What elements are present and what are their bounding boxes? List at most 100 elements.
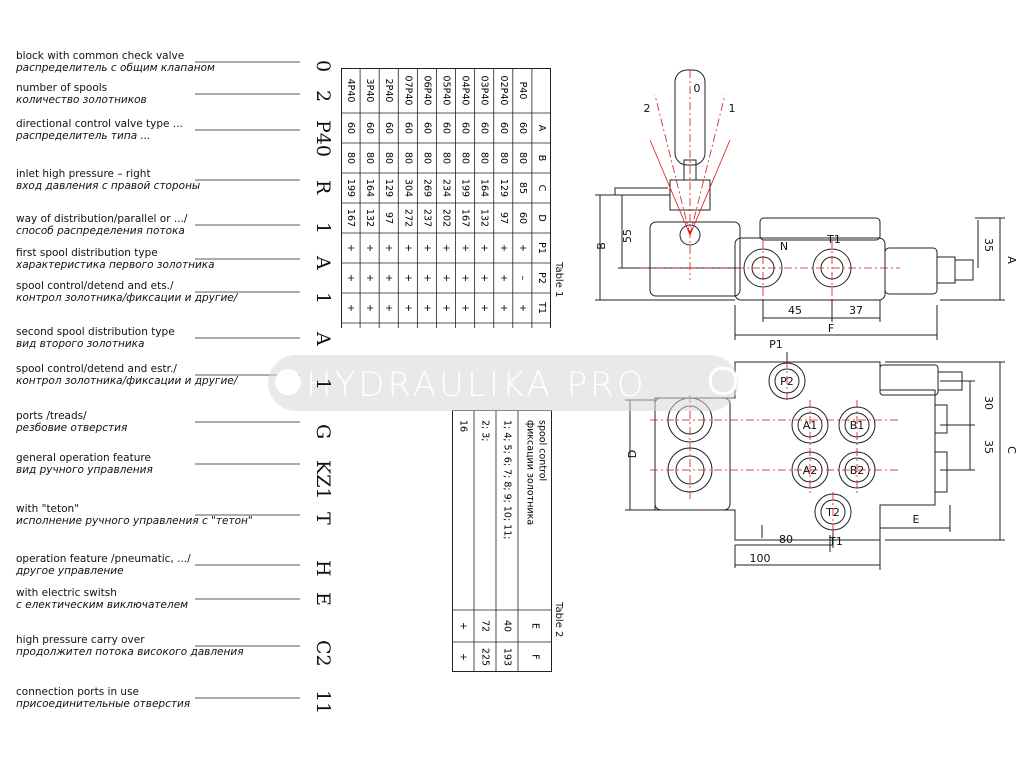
legend-item: ports /treads/резбовие отверстия [16, 410, 127, 434]
table-1-header: C [536, 185, 547, 192]
dimension-label: F [828, 322, 834, 335]
legend-item-ru: другое управление [16, 565, 124, 577]
table-1-cell: + [460, 244, 471, 252]
table-1-cell: + [383, 274, 394, 282]
dimension-label: 30 [982, 396, 995, 410]
table-1-cell: 60 [364, 122, 375, 134]
table-1-cell: + [479, 274, 490, 282]
lever-position-label: 1 [729, 102, 736, 115]
dimension-label: 100 [750, 552, 771, 565]
end-fitting [954, 259, 974, 281]
table-2-header-e: E [530, 623, 541, 629]
table-1-row-label: 02P40 [498, 76, 509, 106]
table-1-cell: 80 [517, 152, 528, 164]
legend-item-ru: продолжител потока високого давления [16, 646, 244, 658]
port-label: A2 [803, 464, 818, 477]
table-1-cell: 164 [364, 179, 375, 197]
table-1-cell: 60 [421, 122, 432, 134]
legend-code: C2 [312, 640, 334, 667]
table-1-cell: + [498, 244, 509, 252]
legend-item-ru: характеристика первого золотника [16, 259, 215, 271]
legend-code: KZ1 [312, 460, 334, 500]
watermark-band [268, 355, 738, 411]
table-1-cell: 234 [441, 179, 452, 197]
legend-code: 1 [312, 292, 334, 305]
table-1-cell: 129 [383, 179, 394, 197]
watermark-logo-ring [709, 367, 737, 395]
table-1-grid: ABCDP1P2T1T2P4060808560+–+–02P4060801299… [341, 68, 551, 328]
table-1-cell: + [364, 244, 375, 252]
legend-item-en: inlet high pressure – right [16, 168, 151, 180]
legend-item-en: way of distribution/parallel or .../ [16, 213, 188, 225]
table-1-cell: 80 [479, 152, 490, 164]
table-1-cell: + [460, 304, 471, 312]
table-1-header: B [536, 155, 547, 162]
handle-housing [649, 221, 741, 297]
table-1-header: D [536, 214, 547, 221]
table-1-cell: – [517, 276, 528, 281]
legend-item-en: spool control/detend and estr./ [16, 363, 177, 375]
legend-item-ru: распределитель с общим клапаном [16, 62, 215, 74]
legend-item-ru: вход давления с правой стороны [16, 180, 201, 192]
legend-item-en: high pressure carry over [16, 634, 145, 646]
table-1-row-label: 06P40 [421, 76, 432, 106]
right-cap [884, 247, 938, 295]
table-1-cell: 80 [441, 152, 452, 164]
legend-item-en: with electric switsh [16, 587, 117, 599]
legend-item: way of distribution/parallel or .../спос… [16, 213, 187, 237]
table-1-row-label: P40 [517, 82, 528, 100]
table-1-cell: 129 [498, 179, 509, 197]
table-2-cell-e: + [458, 622, 469, 630]
port-label: P2 [780, 375, 794, 388]
legend-code: R [312, 180, 334, 195]
table-1-cell: 167 [460, 209, 471, 227]
table-1-cell: + [364, 274, 375, 282]
legend-code: A [312, 332, 334, 346]
table-1-cell: 60 [517, 122, 528, 134]
valve-body-side [734, 237, 886, 301]
table-1-row-label: 05P40 [441, 76, 452, 106]
legend-item-ru: количество золотников [16, 94, 147, 106]
legend-item-ru: способ распределения потока [16, 225, 185, 237]
port-label: B1 [850, 419, 865, 432]
table-2-cell-e: 40 [502, 620, 513, 632]
table-1-cell: 132 [479, 209, 490, 227]
table-1-cell: + [383, 304, 394, 312]
table-1-cell: 199 [345, 179, 356, 197]
table-1-cell: 60 [345, 122, 356, 134]
legend-code: E [312, 592, 334, 606]
table-1-header: P1 [536, 242, 547, 254]
table-1-cell: 60 [402, 122, 413, 134]
legend-item-en: connection ports in use [16, 686, 140, 698]
legend-item-ru: вид ручного управления [16, 464, 153, 476]
watermark-text: HYDRAULIKA PRO [306, 365, 647, 405]
legend-item-ru: резбовие отверстия [16, 422, 128, 434]
detent-cap [936, 256, 956, 284]
table-1-cell: 97 [383, 212, 394, 224]
table-1-cell: + [421, 304, 432, 312]
table-1-cell: + [364, 304, 375, 312]
dimension-label: 80 [779, 533, 793, 546]
table-1-cell: + [479, 244, 490, 252]
table-1-row-label: 4P40 [345, 79, 356, 103]
table-1-cell: 237 [421, 209, 432, 227]
dimension-label: 35 [982, 238, 995, 252]
table-1-cell: + [441, 304, 452, 312]
legend-item-ru: с електическим виключателем [16, 599, 189, 611]
legend-item-en: ports /treads/ [16, 410, 87, 422]
table-1-cell: 80 [402, 152, 413, 164]
legend-code: P40 [312, 120, 334, 157]
table-1-cell: 80 [345, 152, 356, 164]
legend-item-en: first spool distribution type [16, 247, 158, 259]
legend-item: with "teton"исполнение ручного управлени… [16, 503, 253, 527]
table-1-cell: + [517, 304, 528, 312]
table-1-cell: + [421, 274, 432, 282]
valve-upper-section [759, 217, 881, 241]
table-1-row-label: 2P40 [383, 79, 394, 103]
